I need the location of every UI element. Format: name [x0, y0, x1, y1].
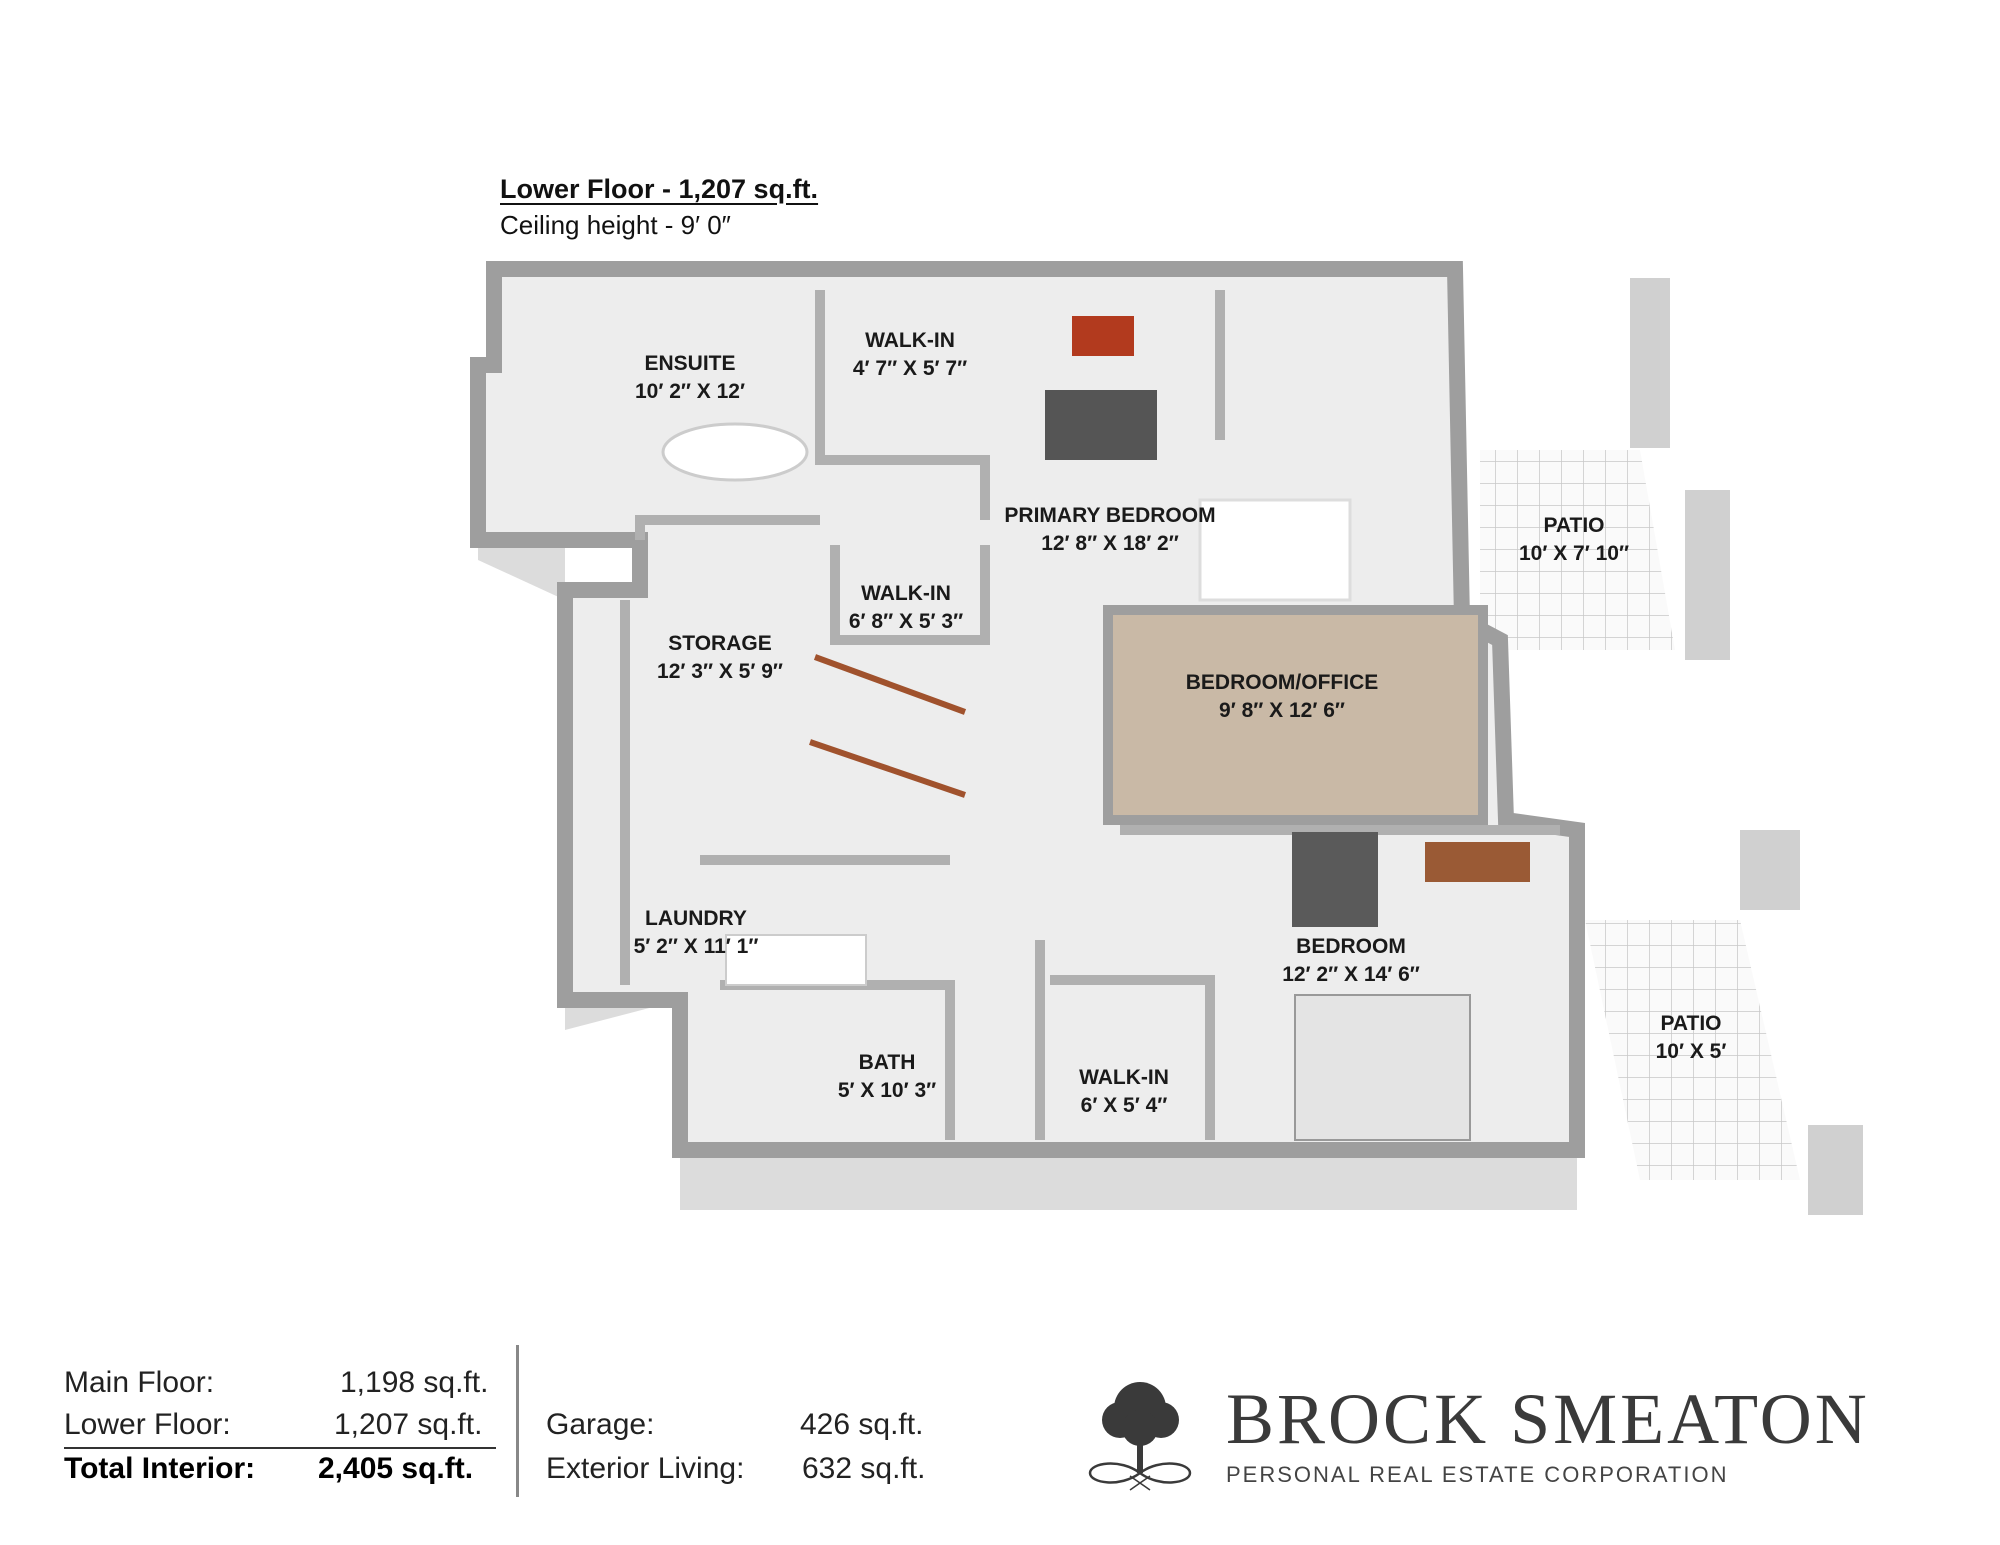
room-name: BATH	[858, 1051, 916, 1074]
dresser	[1045, 390, 1157, 460]
room-name: WALK-IN	[865, 329, 955, 352]
room-storage: STORAGE 12′ 3″ X 5′ 9″	[657, 630, 783, 686]
room-dims: 12′ 2″ X 14′ 6″	[1282, 963, 1420, 986]
staircase	[809, 654, 967, 798]
patio-post	[1685, 490, 1730, 660]
main-floor-value: 1,198 sq.ft.	[340, 1366, 489, 1399]
main-floor-label: Main Floor:	[64, 1366, 215, 1399]
brand-name: BROCK SMEATON	[1226, 1379, 1870, 1459]
patio-post	[1808, 1125, 1863, 1215]
patio-post	[1630, 278, 1670, 448]
room-laundry: LAUNDRY 5′ 2″ X 11′ 1″	[634, 905, 759, 961]
washer-dryer	[725, 934, 867, 986]
exterior-living-label: Exterior Living:	[546, 1452, 745, 1485]
room-dims: 12′ 3″ X 5′ 9″	[657, 660, 783, 683]
brand-tagline: PERSONAL REAL ESTATE CORPORATION	[1226, 1462, 1729, 1487]
room-dims: 10′ X 5′	[1655, 1040, 1727, 1063]
total-interior-value: 2,405 sq.ft.	[318, 1452, 474, 1485]
room-name: WALK-IN	[1079, 1066, 1169, 1089]
room-name: PATIO	[1660, 1012, 1722, 1035]
room-walk-in-1: WALK-IN 4′ 7″ X 5′ 7″	[853, 327, 967, 383]
room-bedroom-office: BEDROOM/OFFICE 9′ 8″ X 12′ 6″	[1186, 669, 1379, 725]
room-walk-in-3: WALK-IN 6′ X 5′ 4″	[1079, 1064, 1169, 1120]
room-dims: 6′ X 5′ 4″	[1080, 1094, 1168, 1117]
total-interior-label: Total Interior:	[64, 1452, 256, 1485]
subtotal-underline	[64, 1447, 496, 1449]
lower-floor-label: Lower Floor:	[64, 1408, 231, 1441]
room-name: STORAGE	[668, 632, 772, 655]
room-bath: BATH 5′ X 10′ 3″	[838, 1049, 936, 1105]
room-dims: 10′ 2″ X 12′	[634, 380, 746, 403]
room-dims: 5′ X 10′ 3″	[837, 1079, 937, 1102]
stats-divider	[516, 1345, 519, 1497]
floor-title: Lower Floor - 1,207 sq.ft.	[500, 174, 819, 204]
tree-icon	[1088, 1382, 1192, 1491]
room-dims: 5′ 2″ X 11′ 1″	[633, 935, 759, 958]
room-dims: 10′ X 7′ 10″	[1518, 542, 1630, 565]
bed-primary	[1198, 498, 1352, 602]
patio-post	[1740, 830, 1800, 910]
room-bedroom: BEDROOM 12′ 2″ X 14′ 6″	[1282, 933, 1420, 989]
room-patio-upper: PATIO 10′ X 7′ 10″	[1519, 512, 1629, 568]
office-floor	[1103, 605, 1488, 825]
garage-label: Garage:	[546, 1408, 655, 1441]
room-name: PATIO	[1543, 514, 1605, 537]
room-patio-lower: PATIO 10′ X 5′	[1656, 1010, 1727, 1066]
exterior-living-value: 632 sq.ft.	[802, 1452, 926, 1485]
room-walk-in-2: WALK-IN 6′ 8″ X 5′ 3″	[849, 580, 963, 636]
bathtub	[661, 422, 809, 482]
room-name: BEDROOM/OFFICE	[1185, 671, 1379, 694]
room-dims: 6′ 8″ X 5′ 3″	[848, 610, 964, 633]
room-dims: 12′ 8″ X 18′ 2″	[1041, 532, 1179, 555]
room-name: BEDROOM	[1296, 935, 1406, 958]
patio-lower	[1585, 920, 1800, 1180]
room-primary-bedroom: PRIMARY BEDROOM 12′ 8″ X 18′ 2″	[1004, 502, 1215, 558]
desk	[1425, 842, 1530, 882]
room-name: WALK-IN	[861, 582, 951, 605]
room-ensuite: ENSUITE 10′ 2″ X 12′	[635, 350, 745, 406]
room-dims: 4′ 7″ X 5′ 7″	[852, 357, 968, 380]
dresser-bedroom	[1292, 832, 1378, 927]
room-name: LAUNDRY	[645, 907, 747, 930]
room-dims: 9′ 8″ X 12′ 6″	[1219, 699, 1345, 722]
lower-floor-value: 1,207 sq.ft.	[334, 1408, 483, 1441]
room-name: ENSUITE	[644, 352, 736, 375]
patio-upper	[1480, 450, 1675, 650]
ceiling-height: Ceiling height - 9′ 0″	[500, 210, 731, 240]
bed-bedroom	[1294, 994, 1471, 1141]
garage-value: 426 sq.ft.	[800, 1408, 924, 1441]
room-name: PRIMARY BEDROOM	[1004, 504, 1216, 527]
painting	[1072, 316, 1134, 356]
